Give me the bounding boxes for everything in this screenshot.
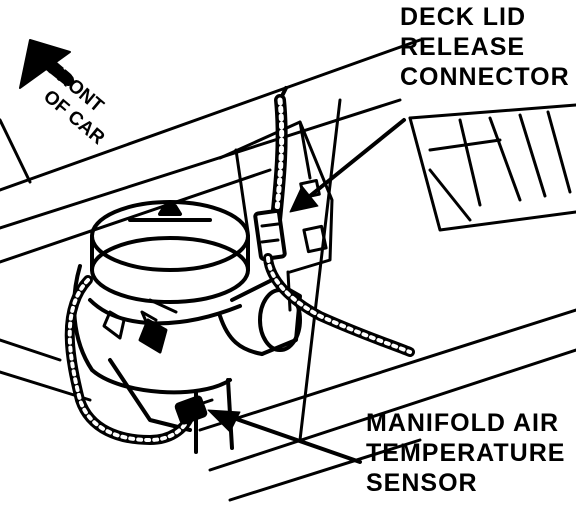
deck-lid-harness: [253, 86, 415, 357]
maf-line-3: SENSOR: [366, 469, 478, 497]
housing-fittings: [102, 298, 178, 354]
maf-line-2: TEMPERATURE: [366, 439, 566, 467]
sensor-harness: [64, 275, 195, 445]
deck-lid-line-1: DECK LID: [400, 3, 527, 31]
deck-lid-leader-arrow: [289, 118, 406, 213]
manifold-air-temperature-sensor-label: MANIFOLD AIR TEMPERATURE SENSOR: [366, 408, 565, 498]
deck-lid-line-2: RELEASE: [400, 33, 526, 61]
deck-lid-release-connector-label: DECK LID RELEASE CONNECTOR: [400, 2, 570, 92]
maf-leader-arrow: [207, 409, 362, 464]
right-hatched-assembly: [408, 103, 576, 232]
deck-lid-line-3: CONNECTOR: [400, 63, 570, 91]
body-panel-lines: [0, 38, 576, 502]
maf-line-1: MANIFOLD AIR: [366, 409, 559, 437]
front-direction-arrow: [19, 39, 74, 89]
manifold-air-temperature-sensor-shape: [174, 395, 214, 425]
